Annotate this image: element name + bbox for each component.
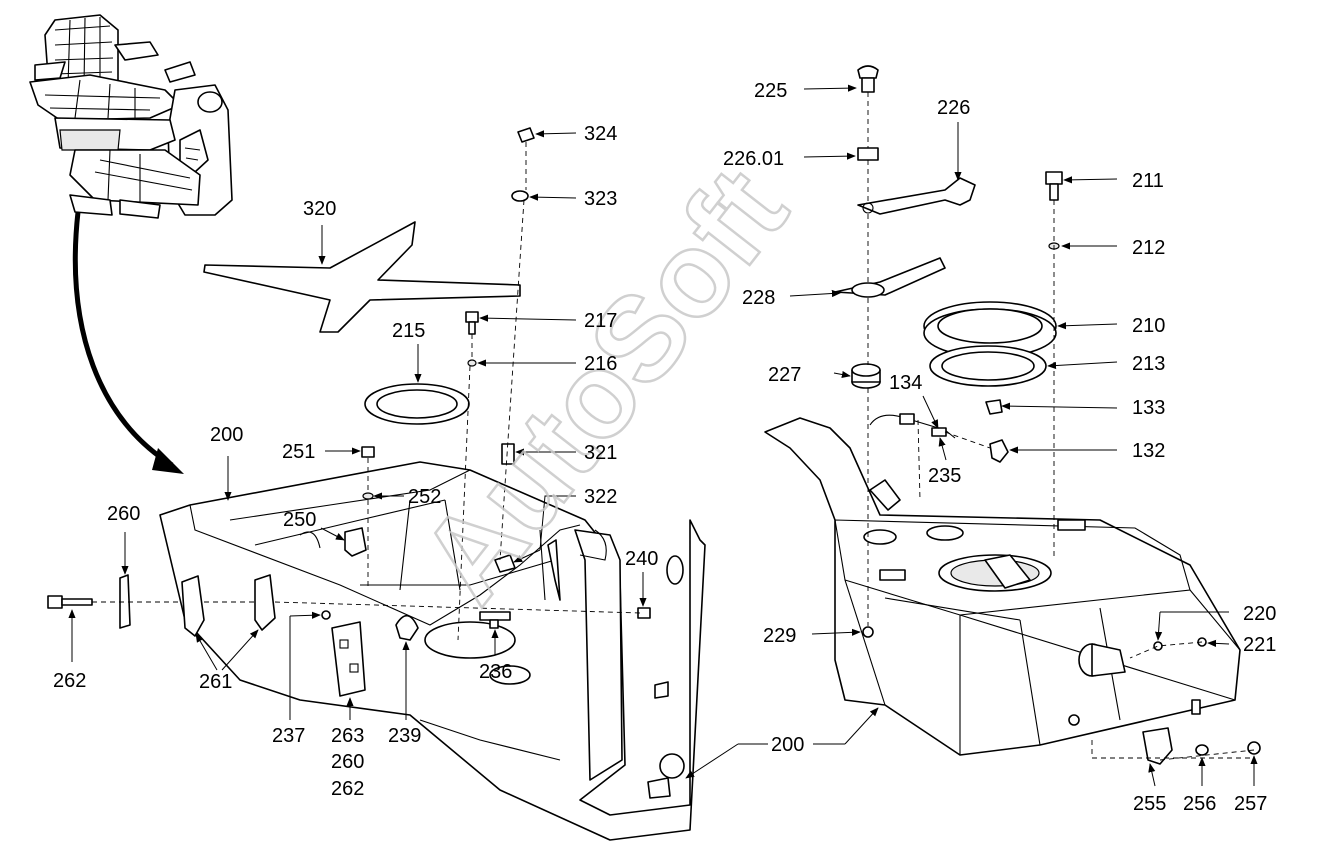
part-323-washer	[511, 190, 529, 202]
part-200-frame-right	[764, 417, 1241, 756]
callout-210: 210	[1132, 315, 1165, 337]
callout-236: 236	[479, 661, 512, 683]
callout-262-b: 262	[331, 778, 364, 800]
part-216-washer	[467, 359, 477, 367]
callout-251: 251	[282, 441, 315, 463]
part-252-nut	[362, 492, 374, 500]
part-250-clamp	[299, 527, 367, 557]
callout-322: 322	[584, 486, 617, 508]
callout-250: 250	[283, 509, 316, 531]
part-132-clamp	[989, 439, 1009, 463]
callout-221: 221	[1243, 634, 1276, 656]
part-324-nut	[517, 127, 535, 143]
callout-132: 132	[1132, 440, 1165, 462]
part-200-frame-left	[159, 461, 706, 841]
callout-240: 240	[625, 548, 658, 570]
part-229-screw	[862, 626, 874, 638]
part-255-bracket	[1142, 727, 1173, 765]
part-227-roller	[851, 363, 881, 389]
part-257-nut	[1247, 741, 1261, 755]
callout-263: 263	[331, 725, 364, 747]
callout-237: 237	[272, 725, 305, 747]
callout-213: 213	[1132, 353, 1165, 375]
callout-211: 211	[1132, 170, 1164, 192]
part-225-pin	[857, 65, 879, 93]
callout-134: 134	[889, 372, 922, 394]
leader-lines	[68, 84, 1258, 787]
part-262-bolt	[47, 595, 93, 609]
callout-324: 324	[584, 123, 617, 145]
part-256-washer	[1195, 744, 1209, 756]
callout-227: 227	[768, 364, 801, 386]
part-226-01-bushing	[857, 147, 879, 161]
part-237-nut	[321, 610, 331, 620]
callout-239: 239	[388, 725, 421, 747]
part-217-screw	[465, 311, 479, 335]
part-236-pin	[479, 611, 511, 629]
part-210-ring	[923, 301, 1057, 358]
callout-228: 228	[742, 287, 775, 309]
callout-260-b: 260	[331, 751, 364, 773]
callout-257: 257	[1234, 793, 1267, 815]
assembly-arrowhead	[152, 448, 184, 474]
callout-216: 216	[584, 353, 617, 375]
callout-229: 229	[763, 625, 796, 647]
callout-235: 235	[928, 465, 961, 487]
callout-262: 262	[53, 670, 86, 692]
callout-256: 256	[1183, 793, 1216, 815]
callout-220: 220	[1243, 603, 1276, 625]
callout-320: 320	[303, 198, 336, 220]
callout-261: 261	[199, 671, 232, 693]
callout-212: 212	[1132, 237, 1165, 259]
part-263-block	[331, 621, 366, 697]
callout-215: 215	[392, 320, 425, 342]
callout-217: 217	[584, 310, 617, 332]
callout-226-01: 226.01	[723, 148, 784, 170]
seat-assembly-thumbnail	[29, 14, 233, 219]
callout-252: 252	[408, 486, 441, 508]
assembly-axes	[92, 92, 1255, 761]
part-211-bolt	[1045, 171, 1063, 201]
part-133-clip	[985, 399, 1003, 415]
callout-255: 255	[1133, 793, 1166, 815]
part-215-ring	[364, 383, 470, 425]
assembly-arrow	[72, 211, 174, 468]
callout-321: 321	[584, 442, 617, 464]
part-226-lever	[857, 177, 976, 215]
part-260-wedge	[119, 574, 131, 629]
part-320-plate	[203, 221, 521, 333]
callout-200-right: 200	[771, 734, 804, 756]
part-220-outlet	[1078, 643, 1126, 677]
part-261-bracket-a	[181, 575, 205, 637]
callout-323: 323	[584, 188, 617, 210]
part-239-clip	[395, 614, 419, 641]
callout-labels: 225 226 226.01 211 212 228 210 213 227 1…	[53, 80, 1276, 815]
callout-133: 133	[1132, 397, 1165, 419]
part-213-gasket	[929, 345, 1047, 387]
callout-225: 225	[754, 80, 787, 102]
callout-226: 226	[937, 97, 970, 119]
callout-200-left: 200	[210, 424, 243, 446]
part-251-screw	[361, 446, 375, 458]
part-261-bracket-b	[254, 574, 276, 631]
callout-260: 260	[107, 503, 140, 525]
